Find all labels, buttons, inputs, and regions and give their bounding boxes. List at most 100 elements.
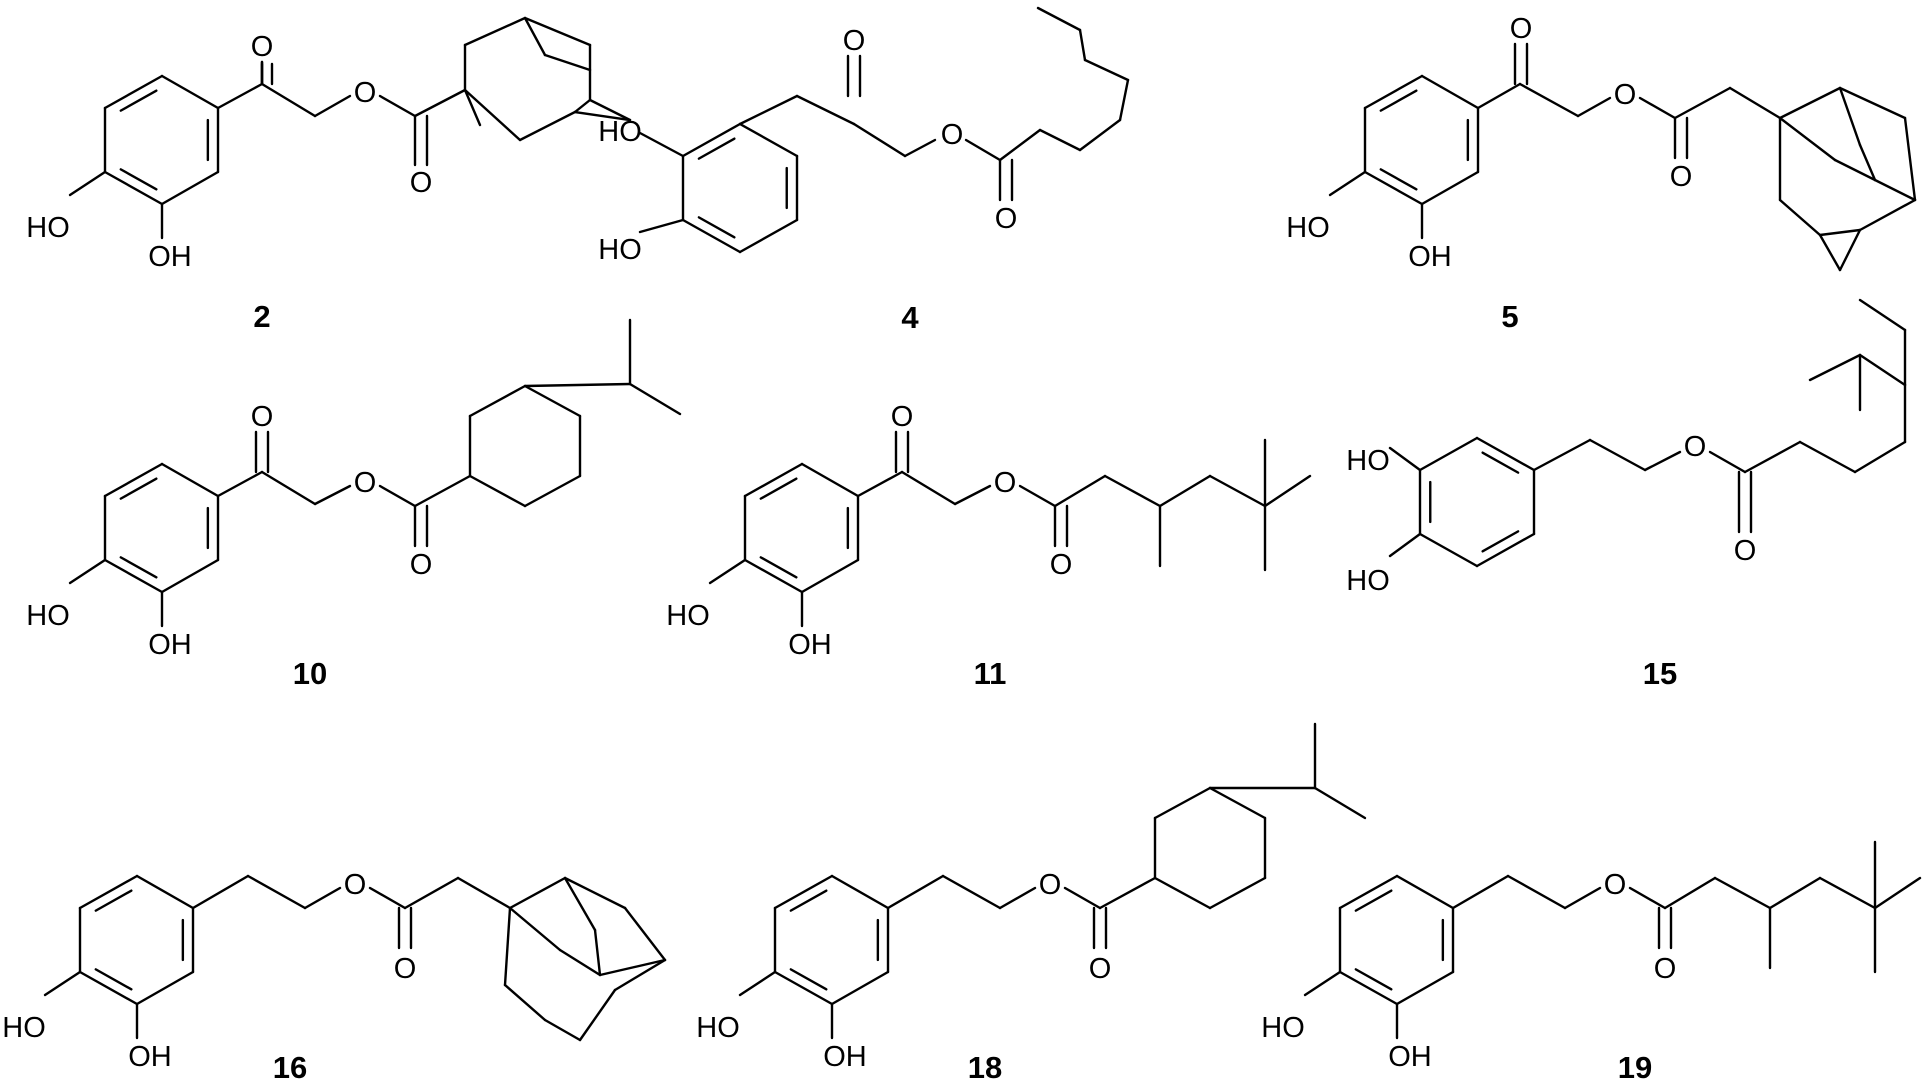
bond [456, 876, 512, 910]
compound-number: 10 [293, 656, 327, 691]
oxygen-atom-label: O [394, 953, 417, 985]
ring-bond [830, 970, 890, 1006]
oxygen-atom-label: O [1654, 953, 1677, 985]
ring-bond [78, 874, 139, 910]
ring-bond [103, 74, 164, 110]
bond [1588, 438, 1647, 472]
bond [1576, 96, 1612, 118]
bond [1506, 874, 1567, 910]
bond [1532, 438, 1592, 472]
bond [1743, 440, 1802, 474]
bond [523, 16, 592, 47]
bond [1313, 786, 1367, 820]
bond [1208, 876, 1267, 910]
ring-bond [681, 122, 742, 158]
bond [886, 874, 945, 910]
ring-bond [738, 122, 799, 158]
oxygen-atom-label: O [994, 467, 1017, 499]
ring-bond [160, 462, 220, 498]
bond [1563, 886, 1602, 910]
compound-number: 11 [974, 656, 1007, 691]
bond [508, 906, 562, 952]
bond [1078, 28, 1087, 62]
bond [1873, 178, 1917, 202]
compound-number: 5 [1501, 299, 1518, 334]
ring-double-bond [119, 168, 158, 191]
bond [1858, 198, 1917, 232]
bond [523, 16, 547, 57]
bond [623, 906, 667, 962]
hydroxyl-label: HO [598, 116, 642, 148]
ring-double-bond [759, 556, 798, 579]
ring-double-bond [1379, 89, 1418, 112]
bond [852, 122, 907, 158]
bond [795, 94, 856, 126]
bond [260, 470, 317, 506]
ring-double-bond [697, 216, 736, 239]
ring-bond [1363, 74, 1424, 110]
bond [1838, 86, 1862, 147]
bond [738, 970, 777, 997]
hydroxyl-label: HO [696, 1012, 740, 1044]
hydroxyl-label: OH [788, 629, 832, 661]
compound-number: 2 [253, 299, 270, 334]
oxygen-atom-label: O [251, 31, 274, 63]
hydroxyl-label: HO [26, 600, 70, 632]
bond [216, 470, 264, 498]
bond [43, 970, 82, 997]
bond [1263, 474, 1312, 508]
oxygen-atom-label: O [1614, 79, 1637, 111]
bond [246, 874, 307, 910]
bond [1818, 233, 1842, 272]
bond [68, 170, 107, 197]
bond [1838, 228, 1862, 272]
ring-bond [800, 462, 860, 498]
bond [1768, 876, 1822, 910]
bond [523, 384, 582, 418]
bond [1778, 116, 1837, 162]
bond [1038, 128, 1082, 152]
ring-bond [78, 970, 139, 1006]
bond [900, 470, 957, 506]
ring-bond [1475, 436, 1536, 472]
bond [998, 128, 1042, 162]
ring-double-bond [1379, 168, 1418, 191]
bond [1208, 474, 1267, 508]
bond [1708, 450, 1747, 474]
bond [1103, 474, 1162, 508]
bond [543, 1018, 582, 1042]
oxygen-atom-label: O [843, 25, 866, 57]
ring-bond [773, 970, 834, 1006]
bond [508, 876, 567, 910]
ring-double-bond [94, 889, 133, 912]
bond [1663, 876, 1717, 910]
ring-bond [743, 558, 804, 594]
ring-bond [1475, 532, 1536, 568]
bond [463, 88, 522, 142]
ring-bond [135, 874, 195, 910]
bond [1303, 970, 1342, 997]
bond [468, 474, 527, 508]
bond [1713, 876, 1772, 910]
compound-number: 15 [1643, 656, 1677, 691]
ring-bond [1418, 436, 1479, 472]
bond [1858, 298, 1907, 332]
bond [1903, 116, 1917, 202]
bond [1078, 118, 1122, 152]
bond [593, 928, 602, 977]
ring-bond [1338, 970, 1399, 1006]
bond [941, 874, 1002, 910]
oxygen-atom-label: O [1050, 549, 1073, 581]
bond [1673, 86, 1732, 120]
bond [1388, 532, 1422, 558]
bond [1063, 886, 1102, 910]
ring-bond [1338, 874, 1399, 910]
bond [1638, 96, 1677, 120]
